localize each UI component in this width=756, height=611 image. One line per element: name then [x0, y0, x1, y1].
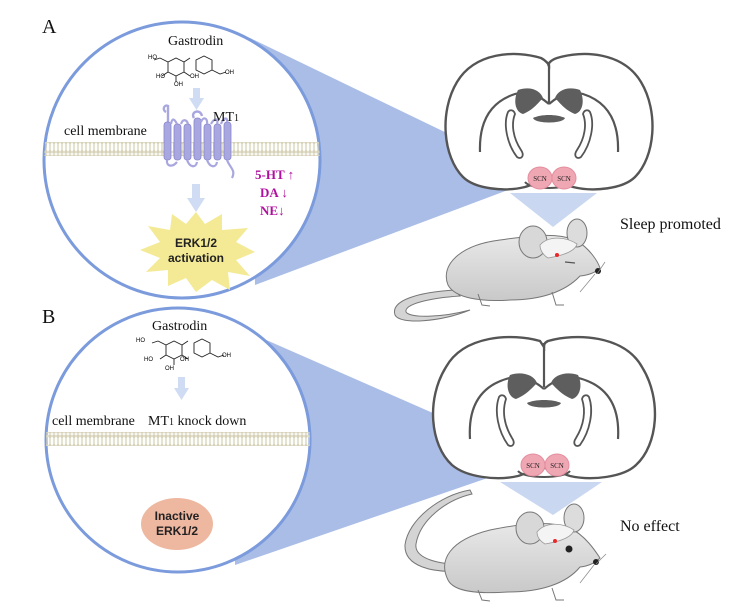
group-ho-2: HO	[156, 74, 165, 80]
mouse-tail	[394, 289, 471, 322]
whisker	[579, 273, 596, 293]
mouse-closed-eye	[564, 261, 576, 264]
mouse-hind-foot	[477, 293, 491, 307]
nt-name: NE	[260, 203, 279, 218]
lipid-bilayer-a	[44, 142, 320, 156]
mouse-body	[444, 523, 601, 594]
arrow-down-icon	[189, 88, 204, 110]
tract-left	[495, 394, 515, 447]
neurotransmitter-da: DA ↓	[260, 185, 288, 201]
mouse-front-foot	[551, 587, 564, 601]
brain-section-b: SCN SCN	[431, 335, 657, 480]
gastrodin-structure-b	[151, 338, 225, 365]
receptor-subscript: 1	[234, 113, 239, 124]
third-ventricle	[527, 400, 561, 408]
up-arrow-icon: ↑	[287, 167, 295, 182]
arrow-down-icon	[174, 377, 189, 400]
receptor-status: knock down	[174, 414, 247, 429]
group-oh-2: OH	[165, 366, 174, 372]
group-ho-2: HO	[144, 357, 153, 363]
erk-activation-label: ERK1/2 activation	[156, 236, 236, 266]
compound-name-a: Gastrodin	[168, 34, 224, 49]
receptor-name: MT	[213, 110, 234, 125]
panel-label-a: A	[42, 16, 57, 38]
mt1-receptor	[162, 104, 235, 179]
gastrodin-structure-a	[153, 55, 227, 82]
mouse-nose	[595, 268, 601, 274]
group-oh-1: OH	[180, 357, 189, 363]
zoom-cone-a	[250, 38, 540, 285]
third-ventricle	[533, 115, 565, 123]
group-ho-1: HO	[136, 338, 145, 344]
receptor-label-b: MT1 knock down	[148, 414, 246, 430]
tract-right	[574, 109, 594, 159]
receptor-label-a: MT1	[213, 110, 239, 126]
erk-line-1: Inactive	[154, 509, 200, 523]
injection-site-dot	[553, 539, 557, 543]
panel-b: SCN SCN	[44, 306, 657, 602]
tract-left	[504, 109, 524, 159]
nt-name: 5-HT	[255, 167, 285, 182]
mouse-ear-back	[563, 503, 585, 533]
membrane-label-b: cell membrane	[52, 414, 135, 429]
mouse-brain-exposed	[536, 523, 575, 545]
nt-name: DA	[260, 185, 279, 200]
scn-label-left: SCN	[533, 175, 547, 183]
outcome-b: No effect	[620, 518, 680, 535]
projection-cone-b	[500, 482, 602, 515]
scn-right	[551, 166, 577, 190]
whisker	[595, 553, 607, 565]
panel-a: SCN SCN	[42, 20, 654, 322]
whisker	[596, 261, 606, 275]
group-oh-ch2: OH	[225, 70, 234, 76]
scn-right	[544, 453, 570, 477]
zoom-circle-a	[42, 20, 322, 300]
group-oh-ch2: OH	[222, 353, 231, 359]
down-arrow-icon: ↓	[278, 203, 285, 218]
inactive-erk-oval	[141, 498, 213, 550]
erk-starburst	[140, 212, 255, 292]
mouse-b	[404, 489, 607, 602]
mouse-ear-back	[566, 218, 588, 248]
injection-site-dot	[555, 253, 559, 257]
scn-label-right: SCN	[550, 462, 564, 470]
zoom-cone-b	[232, 325, 540, 565]
erk-line-1: ERK1/2	[174, 236, 218, 250]
whisker	[579, 564, 595, 584]
receptor-subscript: 1	[169, 417, 174, 428]
ventricle-left	[515, 88, 543, 114]
group-ho-1: HO	[148, 55, 157, 61]
membrane-label-a: cell membrane	[64, 124, 147, 139]
down-arrow-icon: ↓	[281, 185, 288, 200]
ventricle-right	[551, 373, 581, 399]
outcome-a: Sleep promoted	[620, 216, 721, 233]
mouse-a	[394, 218, 606, 322]
projection-cone-a	[510, 193, 597, 227]
scn-label-right: SCN	[557, 175, 571, 183]
inactive-erk-label: Inactive ERK1/2	[137, 509, 217, 539]
lipid-bilayer-b	[46, 432, 310, 446]
mouse-front-foot	[551, 291, 564, 306]
ventricle-left	[507, 373, 537, 399]
mouse-brain-exposed	[539, 237, 578, 259]
panel-label-b: B	[42, 306, 56, 328]
ventricle-right	[555, 88, 583, 114]
tract-right	[573, 394, 593, 447]
arrow-down-icon	[187, 184, 205, 212]
brain-section-a: SCN SCN	[444, 52, 654, 191]
neurotransmitter-5ht: 5-HT ↑	[255, 167, 294, 183]
neurotransmitter-ne: NE↓	[260, 203, 285, 219]
erk-line-2: activation	[167, 251, 224, 265]
compound-name-b: Gastrodin	[152, 319, 208, 334]
mouse-hind-foot	[477, 589, 491, 602]
erk-line-2: ERK1/2	[155, 524, 199, 538]
mouse-nose	[593, 559, 599, 565]
group-oh-2: OH	[174, 82, 183, 88]
receptor-name: MT	[148, 414, 169, 429]
ventral-fold	[517, 470, 571, 478]
mouse-open-eye	[565, 545, 573, 553]
group-oh-1: OH	[190, 74, 199, 80]
scn-label-left: SCN	[526, 462, 540, 470]
